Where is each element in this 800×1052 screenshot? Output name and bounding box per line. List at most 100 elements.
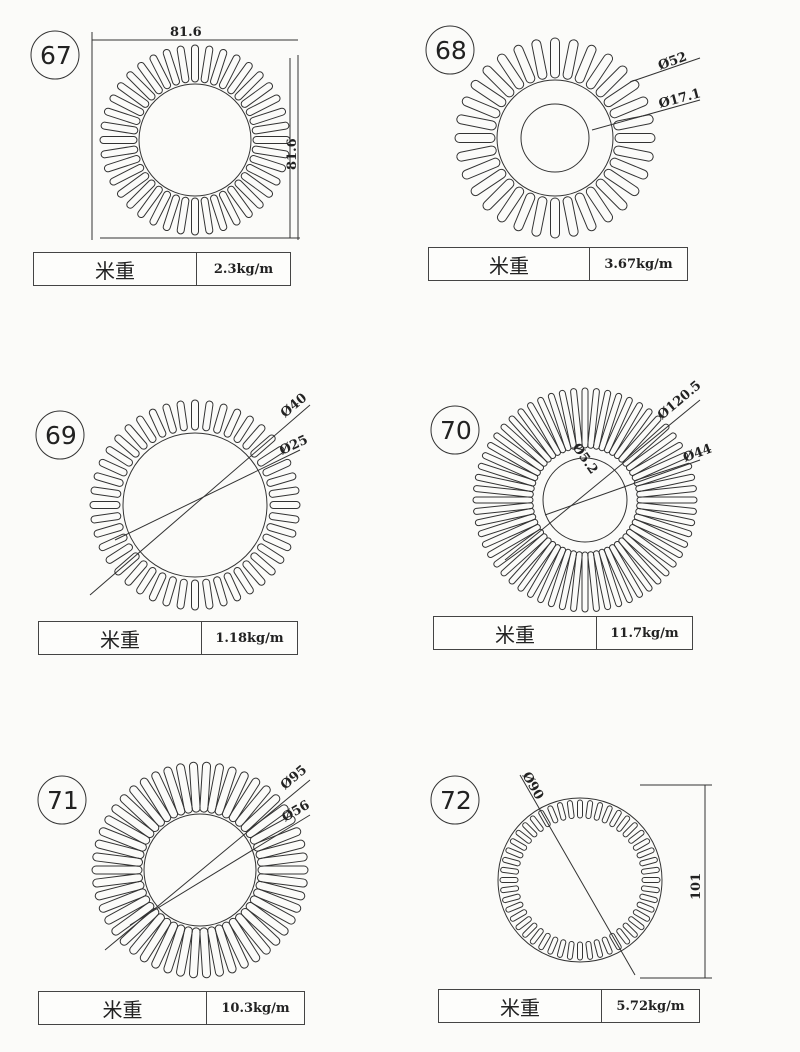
fin [99, 136, 138, 144]
fin [481, 452, 539, 482]
fin [129, 913, 165, 955]
fin [616, 815, 631, 832]
number-badge-67 [30, 30, 80, 80]
fin [482, 178, 515, 211]
fin [537, 396, 567, 454]
fin [266, 472, 297, 487]
core-ring [122, 432, 268, 578]
fin [500, 533, 548, 577]
profile-number: 71 [47, 786, 79, 815]
fin [162, 194, 180, 232]
weight-value: 11.7kg/m [610, 625, 679, 641]
fin [116, 82, 150, 108]
fin [100, 145, 139, 159]
fin [601, 805, 613, 824]
fin [593, 802, 604, 821]
fin [613, 408, 653, 460]
fin [136, 415, 157, 443]
fin [585, 800, 594, 820]
fin [202, 578, 214, 610]
fin [137, 61, 163, 95]
dimension-inner: Ø25 [277, 433, 310, 459]
fin [176, 578, 188, 610]
fin [126, 71, 156, 101]
fin [585, 53, 614, 90]
fin [103, 155, 141, 173]
fin [581, 551, 589, 613]
dimension-height: 101 [689, 873, 704, 900]
fin [228, 777, 261, 823]
fin [622, 922, 638, 938]
fin [592, 550, 612, 611]
fin [609, 96, 649, 119]
drawing-72 [497, 797, 663, 963]
fin [255, 839, 306, 860]
fin [477, 513, 537, 538]
core-ring [496, 79, 614, 197]
dimension-diameter: Ø90 [519, 770, 547, 803]
fin [90, 486, 122, 498]
inner-bore [520, 103, 590, 173]
fin [461, 96, 501, 119]
dimension-inner: Ø56 [280, 798, 313, 826]
profile-72 [430, 774, 712, 979]
fin [94, 839, 145, 860]
fin [188, 927, 201, 979]
fin [570, 551, 583, 612]
fin [176, 45, 190, 84]
fin [163, 924, 186, 974]
fin [527, 544, 561, 598]
fin [240, 82, 274, 108]
fin [635, 507, 696, 527]
fin [249, 895, 296, 925]
fin [223, 408, 242, 438]
fin [257, 873, 308, 888]
fin [151, 771, 179, 819]
fin [253, 827, 302, 852]
fin [529, 815, 544, 832]
fin [249, 815, 296, 845]
fin [522, 922, 538, 938]
fin [595, 178, 628, 211]
fin [595, 65, 628, 98]
fin [268, 512, 300, 524]
fin [218, 190, 241, 226]
fin [603, 79, 640, 108]
fin [124, 560, 148, 586]
profile-number: 72 [440, 786, 472, 815]
fin [176, 763, 193, 814]
profile-70 [430, 387, 701, 613]
fin [119, 907, 160, 946]
fin [625, 528, 677, 568]
fin [633, 462, 693, 487]
fin [207, 763, 224, 814]
fin [614, 133, 656, 143]
fin [240, 907, 281, 946]
fin [111, 804, 155, 839]
fin [207, 926, 224, 977]
drawing-67 [99, 44, 291, 236]
weight-value: 10.3kg/m [221, 1000, 290, 1016]
weight-table-70: 米重 11.7kg/m [433, 616, 693, 650]
fin [245, 901, 289, 936]
fin [114, 552, 140, 576]
fin [550, 197, 560, 239]
fin [636, 901, 655, 913]
fin [89, 501, 121, 509]
fin [609, 402, 643, 456]
dimension-inner: Ø17.1 [657, 86, 702, 112]
fin [245, 804, 289, 839]
fin [473, 485, 534, 498]
fin [235, 785, 271, 827]
weight-label: 米重 [39, 992, 207, 1024]
fin [562, 196, 579, 237]
fin [502, 856, 521, 867]
core-ring [497, 797, 663, 963]
fin [556, 939, 567, 958]
fin [126, 179, 156, 209]
fin [613, 114, 654, 131]
fin [633, 513, 693, 538]
fin [629, 524, 683, 558]
fin [622, 822, 638, 838]
fin [628, 916, 645, 931]
